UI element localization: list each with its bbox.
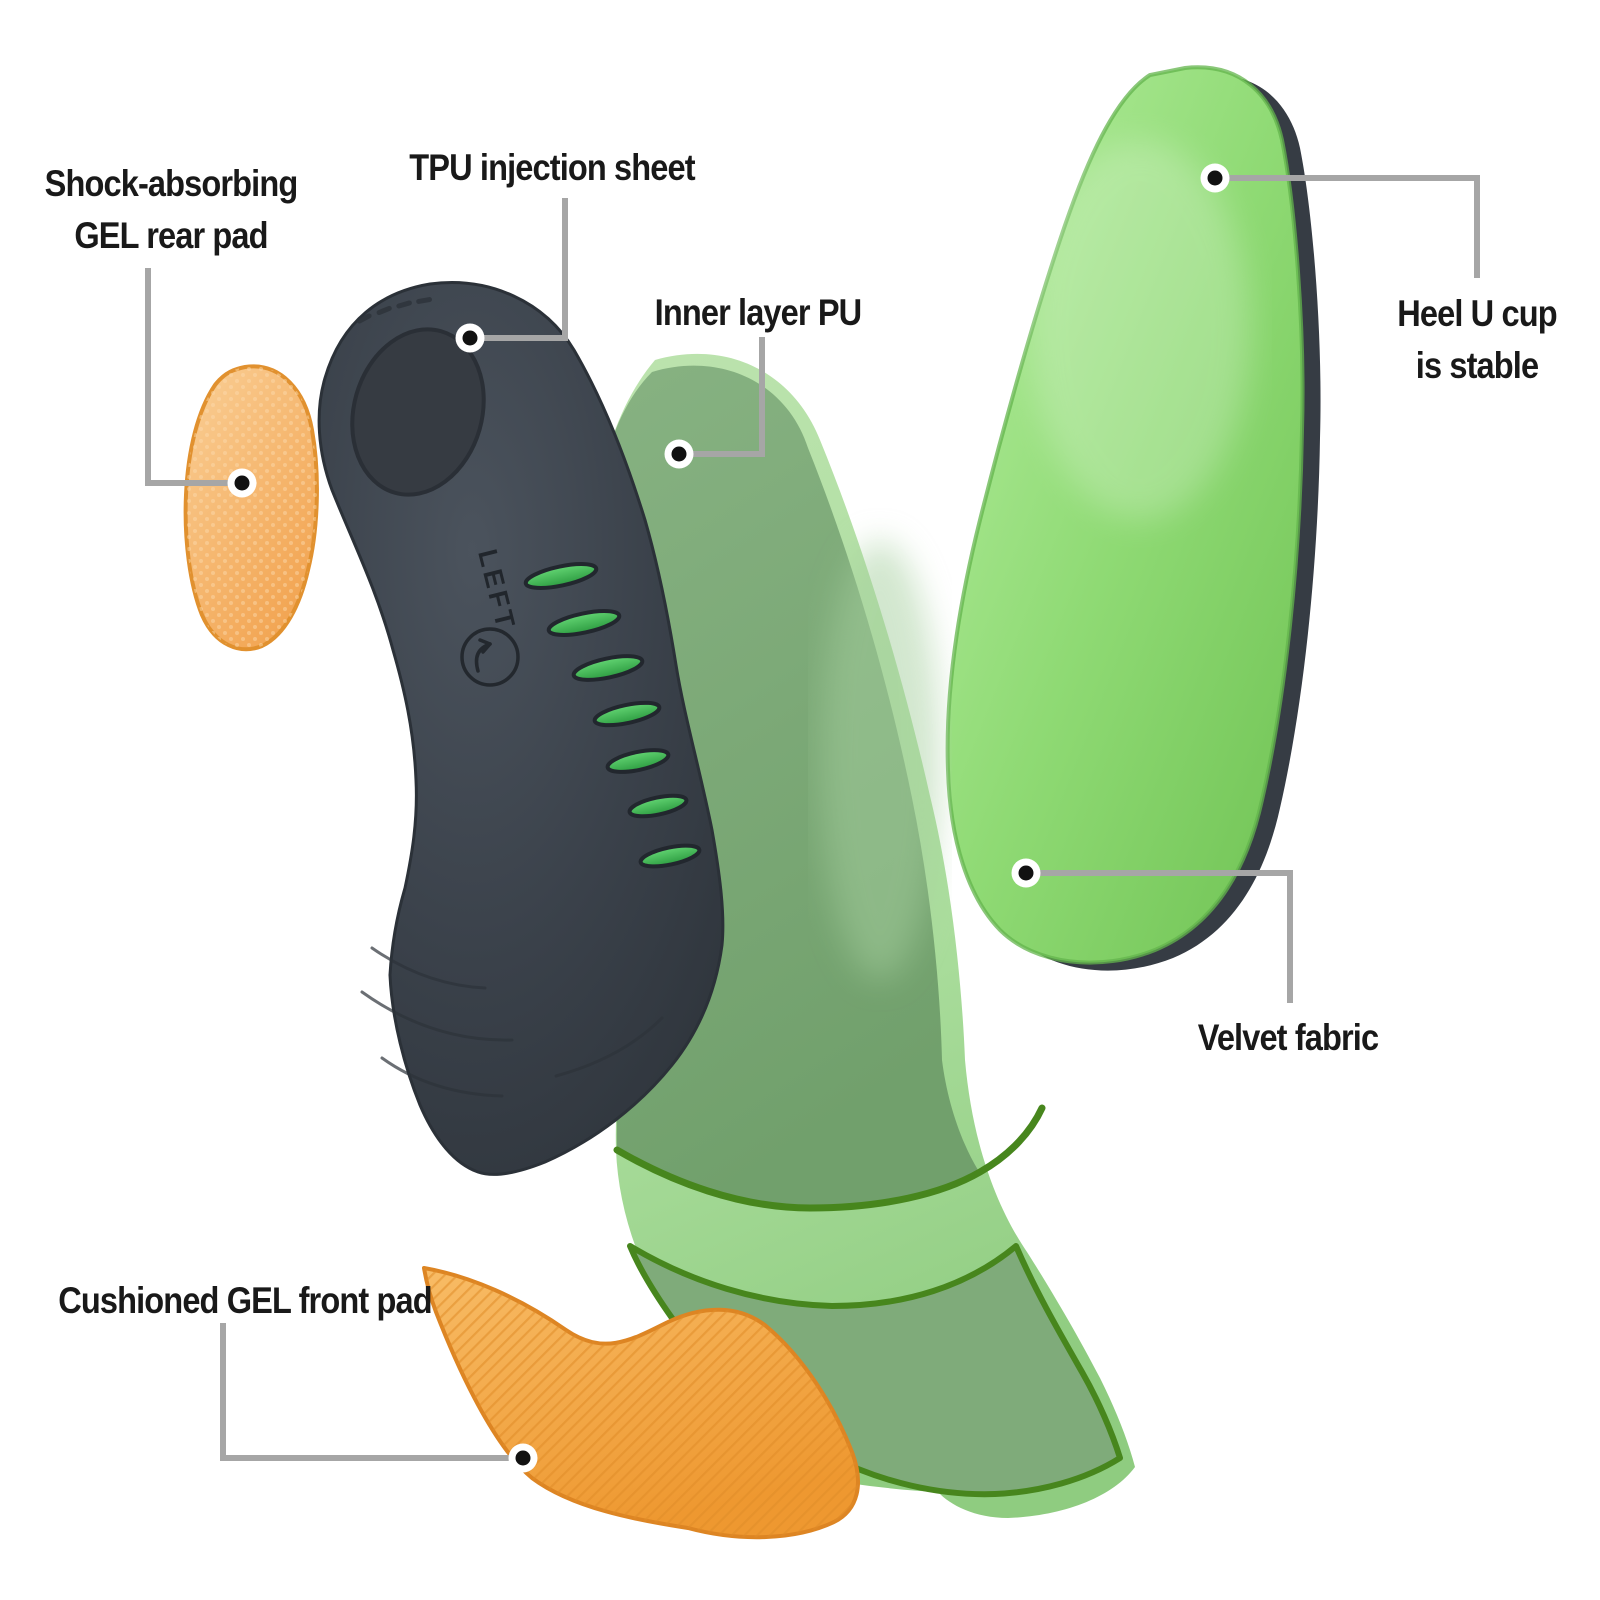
rotation-arrow-icon <box>460 627 520 687</box>
pu-contour-line-upper <box>613 1104 1046 1212</box>
callout-dots <box>227 163 1230 1473</box>
tpu-sheet-group: LEFT <box>317 281 725 1176</box>
label-heel-cup: Heel U cup is stable <box>1397 288 1557 392</box>
label-front-pad: Cushioned GEL front pad <box>58 1280 432 1321</box>
gel-rear-pad-group <box>183 364 319 652</box>
label-inner-pu: Inner layer PU <box>654 292 863 333</box>
callout-dot-rear-pad <box>227 468 257 498</box>
callout-leaders <box>145 175 1480 1461</box>
gel-front-pad-group <box>422 1266 860 1540</box>
callout-dot-heel-cup <box>1200 163 1230 193</box>
gel-front-pad-texture <box>424 1268 858 1538</box>
label-rear-pad: Shock-absorbing GEL rear pad <box>44 158 299 262</box>
tpu-ridge-dashes <box>356 297 433 324</box>
velvet-sheen-highlight <box>1030 140 1250 520</box>
leader-line-front-pad <box>220 1323 509 1461</box>
label-rear-pad-line1: Shock-absorbing <box>44 163 299 204</box>
label-velvet: Velvet fabric <box>1197 1017 1379 1058</box>
callout-dot-velvet <box>1011 858 1041 888</box>
leader-line-heel-cup <box>1229 175 1480 278</box>
tpu-green-slots <box>523 562 702 869</box>
leader-line-rear-pad <box>145 268 228 486</box>
label-rear-pad-line2: GEL rear pad <box>74 215 268 256</box>
finished-insole-group <box>945 65 1321 971</box>
label-tpu: TPU injection sheet <box>409 147 695 188</box>
tpu-sheet-shape <box>317 281 725 1176</box>
leader-line-inner-pu <box>693 337 765 457</box>
tpu-heel-hole <box>350 327 486 497</box>
gel-rear-pad-texture <box>185 366 317 650</box>
tpu-wave-lines <box>360 946 664 1098</box>
leader-line-tpu <box>484 198 568 341</box>
label-heel-cup-line1: Heel U cup <box>1397 293 1557 334</box>
pu-sheen-highlight <box>820 540 940 980</box>
leader-line-velvet <box>1040 870 1293 1003</box>
callout-dot-front-pad <box>508 1443 538 1473</box>
label-heel-cup-line2: is stable <box>1415 345 1539 386</box>
callout-dot-tpu <box>455 323 485 353</box>
callout-dot-inner-pu <box>664 439 694 469</box>
